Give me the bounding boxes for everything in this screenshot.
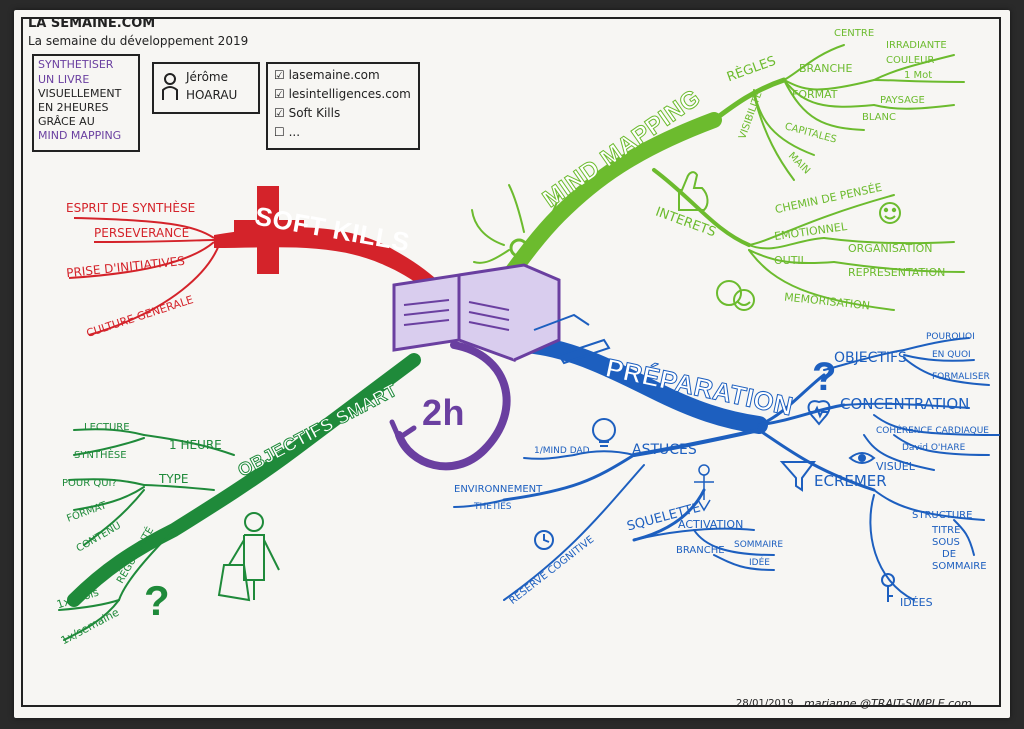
- paper-sheet: ?: [14, 10, 1010, 718]
- soft-kills-item: ESPRIT DE SYNTHÈSE: [66, 201, 196, 215]
- open-book-icon: [392, 263, 561, 363]
- author-box: Jérôme HOARAU: [152, 62, 260, 114]
- prep-branche: BRANCHE: [676, 545, 725, 556]
- prep-theties: THETIES: [474, 502, 512, 512]
- summary-line-4: EN 2HEURES: [38, 101, 109, 114]
- mm-paysage: PAYSAGE: [880, 95, 925, 106]
- question-mark-icon: ?: [812, 355, 836, 399]
- green-question-mark-icon: ?: [144, 577, 170, 624]
- mm-couleur: COULEUR: [886, 55, 935, 66]
- happy-face-icon: [716, 280, 755, 311]
- prep-pourquoi: POURQUOI: [926, 332, 975, 342]
- author-first-name: Jérôme: [186, 70, 229, 84]
- prep-idees: IDÉES: [900, 596, 933, 609]
- soft-kills-item: PERSEVERANCE: [94, 226, 190, 240]
- heart-pulse-icon: [807, 400, 831, 426]
- prep-sommaire: SOMMAIRE: [932, 561, 987, 572]
- preparation-branch: [453, 336, 1000, 601]
- link-item[interactable]: ☑ lasemaine.com: [274, 68, 380, 82]
- prep-en-quoi: EN QUOI: [932, 350, 971, 360]
- footer-date: 28/01/2019: [736, 698, 794, 709]
- pencil-icon: [533, 313, 611, 365]
- page-border: [21, 17, 1001, 707]
- mm-blanc: BLANC: [862, 112, 896, 123]
- smart-type: TYPE: [159, 472, 189, 486]
- prep-coherence: COHÉRENCE CARDIAQUE: [876, 426, 989, 436]
- prep-objectifs: OBJECTIFS: [834, 350, 907, 366]
- smart-heure: 1 HEURE: [169, 438, 222, 452]
- skeleton-icon: [694, 464, 714, 512]
- prep-mind-dad: 1/MIND DAD: [534, 446, 590, 456]
- checkbox-empty-icon: ☐: [274, 125, 289, 139]
- prep-ecremer: ECREMER: [814, 472, 887, 490]
- link-item[interactable]: ☐ ...: [274, 125, 301, 139]
- person-icon: [162, 73, 178, 100]
- mm-un-mot: 1 Mot: [904, 70, 933, 81]
- stopwatch-icon: [534, 530, 554, 550]
- eye-icon: [848, 452, 876, 464]
- center-label: 2h: [422, 392, 466, 433]
- prep-idee: IDÉE: [749, 558, 770, 568]
- prep-formaliser: FORMALISER: [932, 372, 990, 382]
- clock-circle: [389, 341, 511, 471]
- site-title: LA SEMAINE.COM: [28, 16, 156, 31]
- checkbox-checked-icon: ☑: [274, 87, 289, 101]
- prep-david: David O'HARE: [902, 443, 966, 453]
- mind-mapping-branch: [471, 44, 965, 318]
- smart-synthese: SYNTHÈSE: [74, 450, 127, 461]
- mm-format: FORMAT: [792, 88, 838, 101]
- mm-representation: REPRESENTATION: [848, 266, 946, 279]
- link-item[interactable]: ☑ Soft Kills: [274, 106, 341, 120]
- prep-activation: ACTIVATION: [678, 518, 744, 531]
- summary-box: SYNTHETISER UN LIVRE VISUELLEMENT EN 2HE…: [32, 54, 140, 152]
- prep-sommaire2: SOMMAIRE: [734, 540, 784, 550]
- summary-line-2: UN LIVRE: [38, 73, 90, 86]
- mind-map-drawing: ?: [21, 17, 1001, 707]
- smart-pour-qui: POUR QUI?: [62, 478, 117, 489]
- funnel-icon: [779, 461, 816, 492]
- lightbulb-icon: [592, 418, 616, 447]
- soft-kills-branch: [68, 186, 464, 336]
- summary-line-6: MIND MAPPING: [38, 129, 122, 142]
- prep-concentration: CONCENTRATION: [840, 395, 970, 413]
- prep-environnement: ENVIRONNEMENT: [454, 484, 543, 495]
- prep-visuel: VISUEL: [876, 460, 915, 473]
- prep-de: DE: [942, 549, 957, 560]
- person-doodle-icon: [217, 512, 280, 602]
- smart-lecture: LECTURE: [84, 422, 130, 433]
- checkbox-checked-icon: ☑: [274, 68, 289, 82]
- link-item[interactable]: ☑ lesintelligences.com: [274, 87, 411, 101]
- key-icon: [881, 573, 895, 602]
- prep-structure: STRUCTURE: [912, 510, 973, 521]
- footer-credit: marianne @TRAIT-SIMPLE.com: [804, 697, 972, 710]
- prep-sous: SOUS: [932, 537, 960, 548]
- checkbox-checked-icon: ☑: [274, 106, 289, 120]
- summary-line-5: GRÂCE AU: [38, 115, 95, 128]
- smiley-icon: [879, 202, 901, 224]
- mm-branche: BRANCHE: [799, 62, 853, 75]
- event-title: La semaine du développement 2019: [28, 34, 249, 48]
- mm-centre: CENTRE: [834, 28, 875, 39]
- prep-titre: TITRE: [932, 525, 961, 536]
- objectifs-smart-branch: [58, 353, 421, 641]
- links-box: ☑ lasemaine.com ☑ lesintelligences.com ☑…: [266, 62, 420, 150]
- thumbs-up-icon: [678, 171, 709, 211]
- prep-astuces: ASTUCES: [632, 442, 697, 458]
- author-last-name: HOARAU: [186, 88, 238, 102]
- mm-outil: OUTIL: [774, 254, 807, 267]
- mm-organisation: ORGANISATION: [848, 242, 933, 255]
- summary-line-3: VISUELLEMENT: [38, 87, 122, 100]
- summary-line-1: SYNTHETISER: [38, 58, 114, 71]
- mm-irradiante: IRRADIANTE: [886, 40, 947, 51]
